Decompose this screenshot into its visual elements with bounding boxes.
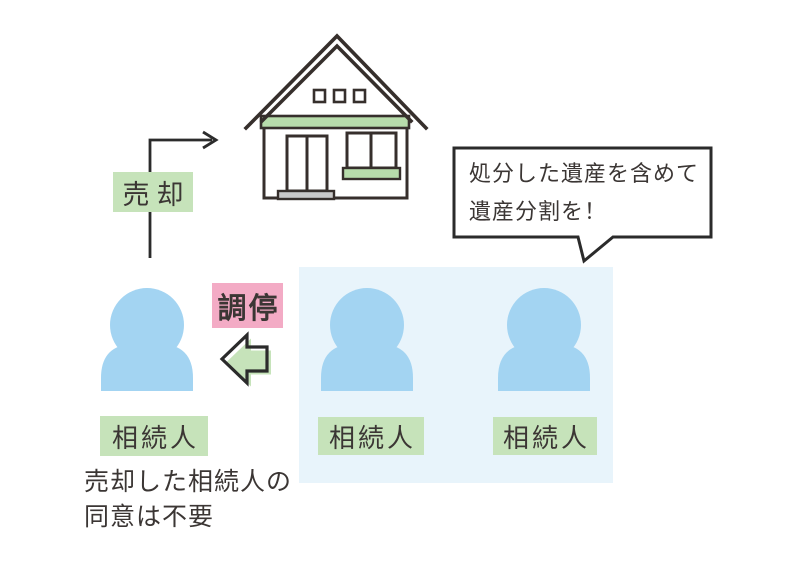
speech-bubble-line1: 処分した遺産を含めて [469,162,700,187]
sale-label: 売却 [113,172,193,212]
caption-line2: 同意は不要 [84,502,215,531]
sale-arrow-icon [148,130,219,258]
person-icon-heir-3 [498,288,590,391]
heir-label-2: 相続人 [318,417,424,455]
speech-bubble-text: 処分した遺産を含めて 遺産分割を！ [469,156,705,232]
house-icon [243,33,429,201]
heir-label-3: 相続人 [493,417,597,455]
mediation-arrow-icon [219,331,271,387]
mediation-label: 調停 [212,283,283,328]
caption-note: 売却した相続人の 同意は不要 [84,464,292,534]
heir-label-seller: 相続人 [100,416,208,456]
person-icon-heir-2 [321,288,413,391]
speech-bubble [452,146,713,264]
caption-line1: 売却した相続人の [84,467,293,496]
person-icon-heir-seller [101,288,193,391]
speech-bubble-line2: 遺産分割を！ [469,200,608,225]
